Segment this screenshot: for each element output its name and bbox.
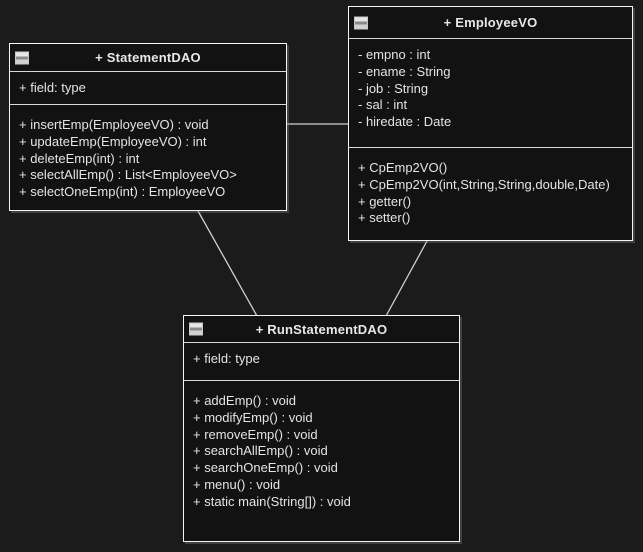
member-line: + field: type [193, 351, 260, 366]
member-line: + field: type [19, 80, 86, 95]
class-title: + EmployeeVO [443, 15, 538, 30]
class-box-statementdao[interactable]: + StatementDAO + field: type + insertEmp… [9, 43, 287, 211]
class-box-employeevo[interactable]: + EmployeeVO - empno : int- ename : Stri… [348, 6, 633, 241]
member-line: - sal : int [358, 97, 408, 113]
collapse-icon[interactable] [189, 322, 203, 336]
member-line: + searchAllEmp() : void [193, 443, 328, 459]
fields-section: + field: type [184, 342, 459, 380]
class-title: + StatementDAO [95, 50, 201, 65]
member-line: + modifyEmp() : void [193, 409, 313, 425]
member-line: - hiredate : Date [358, 114, 452, 130]
class-box-runstatementdao[interactable]: + RunStatementDAO + field: type + addEmp… [183, 315, 460, 542]
member-line: - ename : String [358, 63, 451, 79]
class-header: + StatementDAO [10, 44, 286, 71]
member-line: - empno : int [358, 47, 431, 62]
member-line: + selectAllEmp() : List<EmployeeVO> [19, 167, 237, 183]
member-line: + deleteEmp(int) : int [19, 150, 140, 166]
methods-section: + insertEmp(EmployeeVO) : void+ updateEm… [10, 104, 286, 210]
member-line: + menu() : void [193, 476, 281, 492]
member-line: + insertEmp(EmployeeVO) : void [19, 117, 209, 132]
member-line: + static main(String[]) : void [193, 493, 351, 509]
fields-section: - empno : int- ename : String- job : Str… [349, 38, 632, 147]
member-line: + selectOneEmp(int) : EmployeeVO [19, 184, 226, 200]
fields-section: + field: type [10, 71, 286, 104]
class-title: + RunStatementDAO [255, 321, 388, 337]
methods-section: + CpEmp2VO()+ CpEmp2VO(int,String,String… [349, 147, 632, 240]
member-line: + CpEmp2VO() [358, 160, 448, 175]
methods-section: + addEmp() : void+ modifyEmp() : void+ r… [184, 380, 459, 541]
member-line: + removeEmp() : void [193, 426, 318, 442]
class-header: + EmployeeVO [349, 7, 632, 38]
member-line: + updateEmp(EmployeeVO) : int [19, 133, 207, 149]
member-line: + setter() [358, 210, 411, 226]
member-line: - job : String [358, 80, 429, 96]
association-line [385, 240, 428, 317]
association-line [197, 210, 258, 317]
member-line: + getter() [358, 193, 412, 209]
member-line: + searchOneEmp() : void [193, 460, 338, 476]
member-line: + addEmp() : void [193, 393, 296, 408]
collapse-icon[interactable] [354, 16, 368, 29]
collapse-icon[interactable] [15, 51, 29, 64]
member-line: + CpEmp2VO(int,String,String,double,Date… [358, 176, 610, 192]
class-header: + RunStatementDAO [184, 316, 459, 342]
